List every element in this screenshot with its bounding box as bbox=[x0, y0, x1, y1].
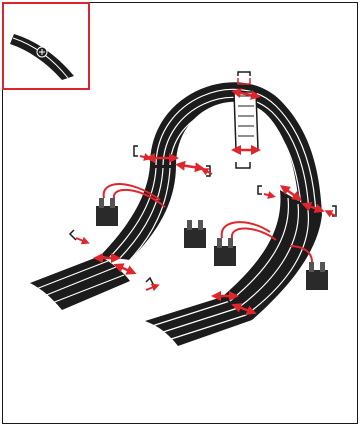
right-descending-track bbox=[222, 190, 322, 320]
pillar-support-icon bbox=[306, 262, 328, 290]
pillar-support-icon bbox=[96, 198, 118, 226]
left-straight-ramp bbox=[30, 256, 130, 310]
pillar-support-icon bbox=[214, 238, 236, 266]
pillar-support-icon bbox=[184, 220, 206, 248]
